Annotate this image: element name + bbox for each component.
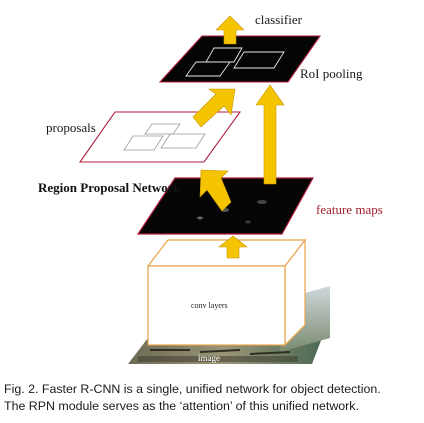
caption-line-2: The RPN module serves as the ‘attention’… [4,399,359,413]
rpn-label: Region Proposal Network [38,180,182,195]
conv-layers-box [146,238,307,347]
roi-pooling-label: RoI pooling [300,66,363,81]
arrow-feature-to-rpn [199,169,232,212]
caption-line-1: Fig. 2. Faster R-CNN is a single, unifie… [4,382,381,396]
feature-maps-label: feature maps [316,202,383,217]
proposals-label: proposals [46,120,96,135]
roi-pooling-plane [158,35,322,83]
arrow-feature-to-roi [255,84,285,185]
conv-layers-label: conv layers [191,301,228,310]
arrow-roi-to-classifier [215,15,245,45]
arrow-proposals-to-roi [192,88,236,128]
faster-rcnn-diagram: classifier RoI pooling proposals Region … [38,12,383,364]
figure-caption: Fig. 2. Faster R-CNN is a single, unifie… [4,381,422,415]
image-label: image [198,353,220,363]
arrow-image-to-feature [218,235,248,259]
classifier-label: classifier [255,12,303,27]
proposals-plane [78,111,242,163]
